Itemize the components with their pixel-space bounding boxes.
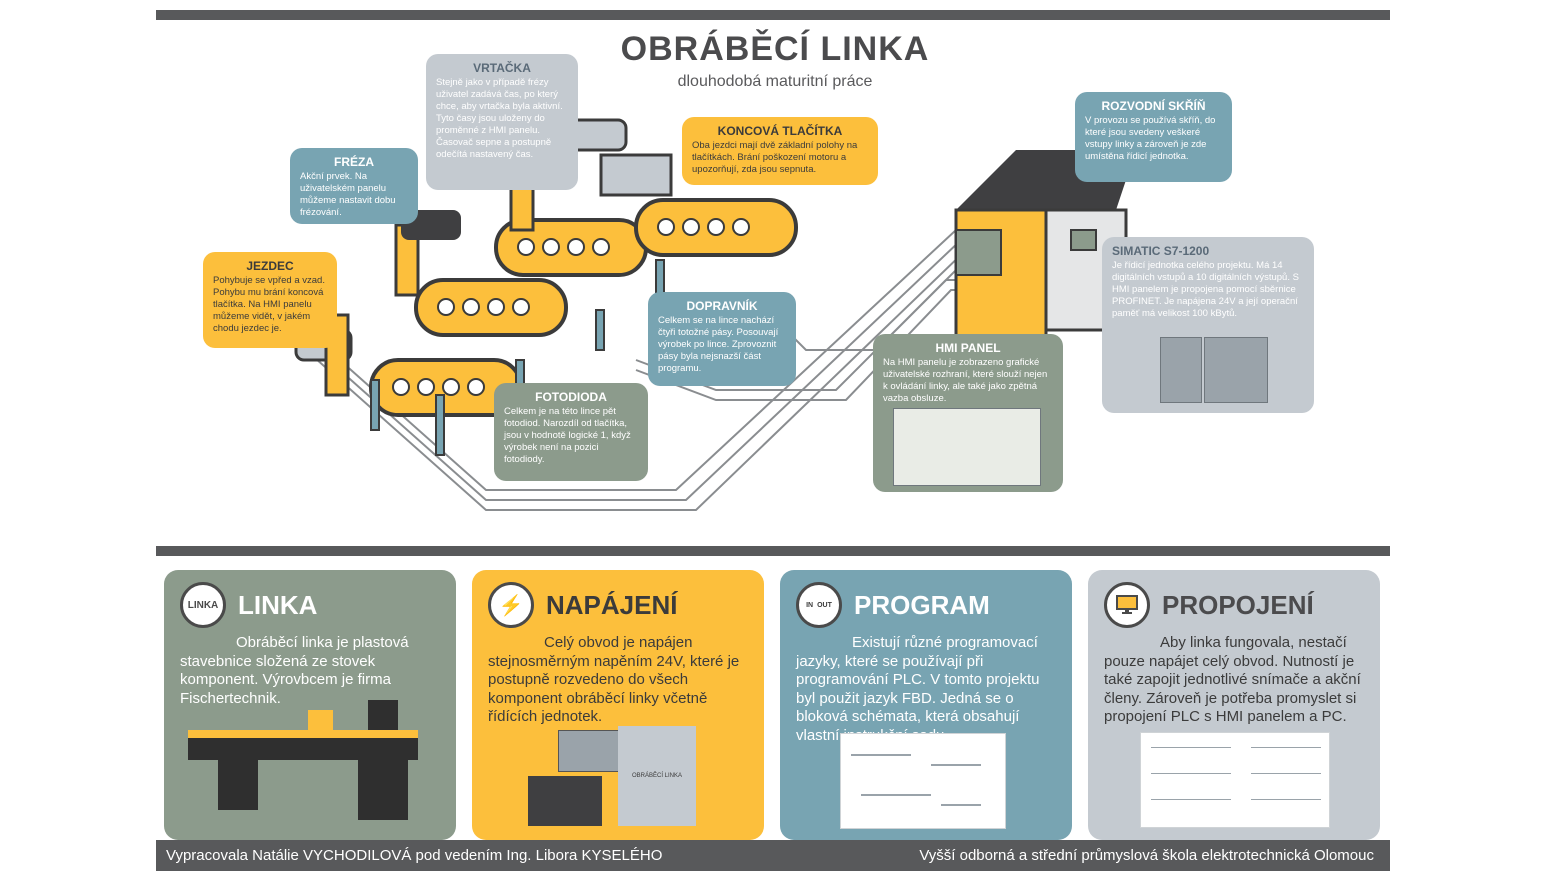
panel-program-title: PROGRAM <box>854 589 990 620</box>
linka-model-illustration <box>188 700 418 820</box>
table-line <box>1151 799 1231 800</box>
callout-vrtacka-text: Stejně jako v případě frézy uživatel zad… <box>436 77 563 160</box>
conveyor-belts <box>369 198 798 417</box>
linka-block-label: OBRÁBĚCÍ LINKA <box>631 773 682 779</box>
panel-napajeni-text: Celý obvod je napájen stejnosměrným napě… <box>488 634 740 725</box>
callout-hmi-panel: HMI PANEL Na HMI panelu je zobrazeno gra… <box>873 334 1063 492</box>
fbd-line <box>861 794 931 796</box>
panel-propojeni-text: Aby linka fungovala, nestačí pouze napáj… <box>1104 634 1361 725</box>
fbd-line <box>931 764 981 766</box>
callout-simatic: SIMATIC S7-1200 Je řídicí jednotka celéh… <box>1102 237 1314 413</box>
panel-linka-title: LINKA <box>238 589 318 620</box>
table-line <box>1251 799 1321 800</box>
middle-divider <box>156 546 1390 556</box>
top-divider <box>156 10 1390 20</box>
page-title: OBRÁBĚCÍ LINKA <box>620 30 930 68</box>
callout-rozvodni-title: ROZVODNÍ SKŘÍŇ <box>1101 99 1206 113</box>
monitor-icon <box>1104 582 1150 628</box>
footer: Vypracovala Natálie VYCHODILOVÁ pod vede… <box>156 840 1390 871</box>
callout-dopravnik-title: DOPRAVNÍK <box>686 299 758 313</box>
callout-koncova-tlacitka: KONCOVÁ TLAČÍTKA Oba jezdci mají dvě zák… <box>682 117 878 185</box>
callout-jezdec-text: Pohybuje se vpřed a vzad. Pohybu mu brán… <box>213 275 325 334</box>
lightning-icon: ⚡ <box>488 582 534 628</box>
callout-simatic-title: SIMATIC S7-1200 <box>1112 244 1210 258</box>
program-icon-out: OUT <box>817 601 832 609</box>
hmi-screenshot <box>893 408 1041 486</box>
fbd-line <box>851 754 911 756</box>
factory-icon: LINKA <box>180 582 226 628</box>
panel-napajeni: ⚡ NAPÁJENÍ Celý obvod je napájen stejnos… <box>472 570 764 840</box>
callout-hmi-title: HMI PANEL <box>935 341 1001 355</box>
callout-simatic-text: Je řídicí jednotka celého projektu. Má 1… <box>1112 260 1299 319</box>
panel-linka-text: Obráběcí linka je plastová stavebnice sl… <box>180 634 409 707</box>
plc-illustration <box>1160 337 1290 403</box>
panel-propojeni: PROPOJENÍ Aby linka fungovala, nestačí p… <box>1088 570 1380 840</box>
callout-fotodioda-title: FOTODIODA <box>535 390 607 404</box>
program-icon-in: IN <box>806 601 814 609</box>
panel-napajeni-title: NAPÁJENÍ <box>546 589 678 620</box>
callout-fotodioda-text: Celkem je na této lince pět fotodiod. Na… <box>504 406 631 465</box>
panel-program: IN OUT PROGRAM Existují různé programova… <box>780 570 1072 840</box>
callout-dopravnik: DOPRAVNÍK Celkem se na lince nachází čty… <box>648 292 796 386</box>
machine-illustration <box>294 118 1136 511</box>
panel-program-text: Existují různé programovací jazyky, kter… <box>796 634 1040 744</box>
hmi-screen-box <box>528 776 602 826</box>
callout-jezdec-title: JEZDEC <box>246 259 294 273</box>
footer-author: Vypracovala Natálie VYCHODILOVÁ pod vede… <box>166 847 663 864</box>
callout-vrtacka-title: VRTAČKA <box>473 61 531 75</box>
table-line <box>1251 773 1321 774</box>
panel-linka: LINKA LINKA Obráběcí linka je plastová s… <box>164 570 456 840</box>
linka-block: OBRÁBĚCÍ LINKA <box>618 726 696 826</box>
footer-school: Vyšší odborná a střední průmyslová škola… <box>919 847 1374 864</box>
callout-rozvodni-text: V provozu se používá skříň, do které jso… <box>1085 115 1216 162</box>
callout-fotodioda: FOTODIODA Celkem je na této lince pět fo… <box>494 383 648 481</box>
program-icon: IN OUT <box>796 582 842 628</box>
callout-rozvodni-skrin: ROZVODNÍ SKŘÍŇ V provozu se používá skří… <box>1075 92 1232 182</box>
table-line <box>1151 747 1231 748</box>
page-subtitle: dlouhodobá maturitní práce <box>677 73 873 90</box>
table-line <box>1151 773 1231 774</box>
callout-koncova-title: KONCOVÁ TLAČÍTKA <box>717 124 843 138</box>
callout-koncova-text: Oba jezdci mají dvě základní polohy na t… <box>692 140 858 175</box>
panel-propojeni-title: PROPOJENÍ <box>1162 589 1314 620</box>
callout-hmi-text: Na HMI panelu je zobrazeno grafické uživ… <box>883 357 1048 404</box>
fbd-line <box>941 804 981 806</box>
table-line <box>1251 747 1321 748</box>
callout-vrtacka: VRTAČKA Stejně jako v případě frézy uživ… <box>426 54 578 190</box>
plc-module-1 <box>1160 337 1202 403</box>
fbd-diagram-thumbnail <box>840 733 1006 829</box>
callout-freza-title: FRÉZA <box>334 155 374 169</box>
callout-freza-text: Akční prvek. Na uživatelském panelu může… <box>300 171 396 218</box>
callout-dopravnik-text: Celkem se na lince nachází čtyři totožné… <box>658 315 779 374</box>
plc-module-2 <box>1204 337 1268 403</box>
callout-jezdec: JEZDEC Pohybuje se vpřed a vzad. Pohybu … <box>203 252 337 348</box>
callout-freza: FRÉZA Akční prvek. Na uživatelském panel… <box>290 148 418 224</box>
wiring-table-thumbnail <box>1140 732 1330 828</box>
